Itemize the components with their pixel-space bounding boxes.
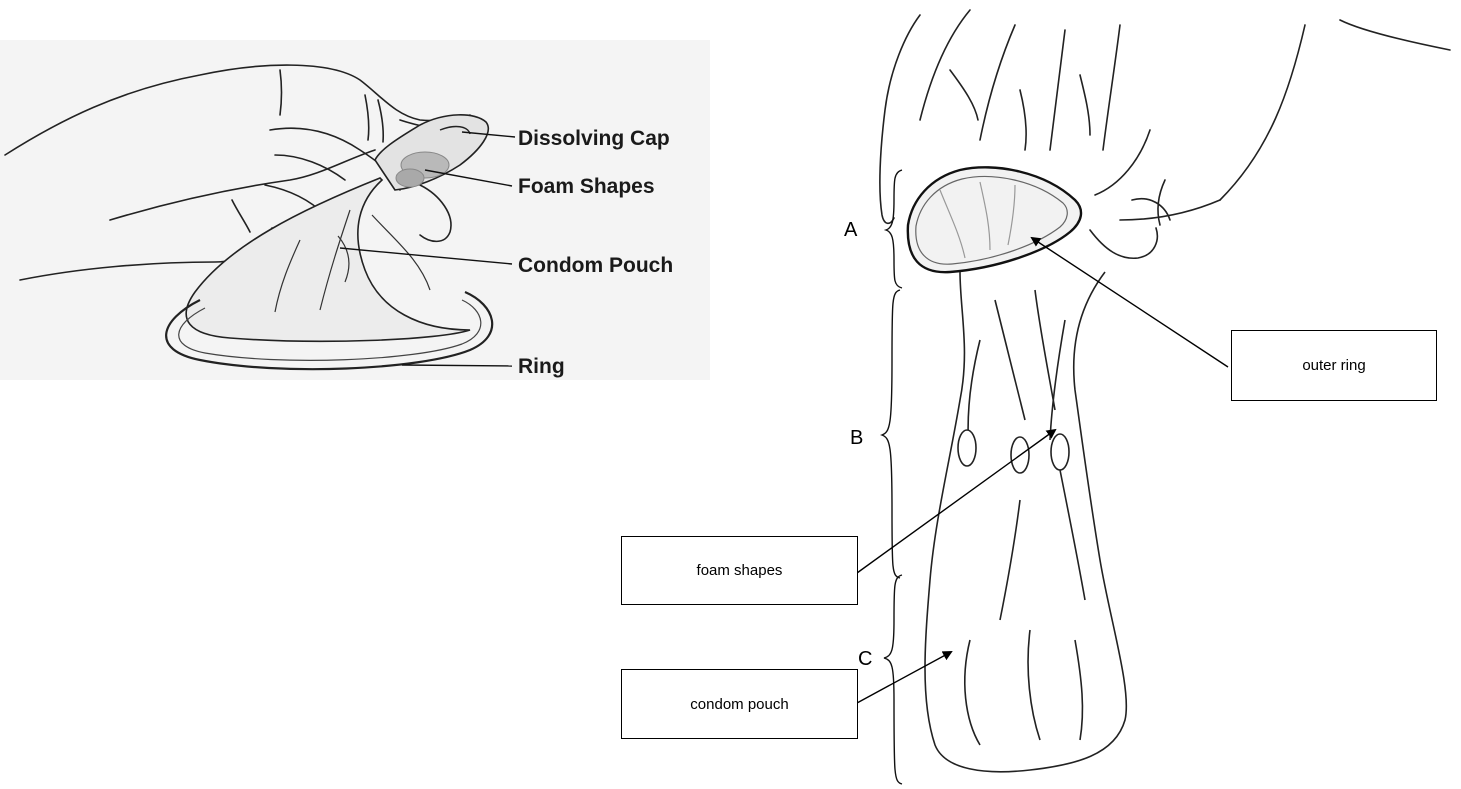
left-diagram: Dissolving Cap Foam Shapes Condom Pouch … [0, 0, 720, 400]
bracket-b [882, 290, 900, 578]
label-foam-shapes: Foam Shapes [518, 175, 655, 198]
foam-shape-2 [396, 169, 424, 187]
callout-box-condom-pouch: condom pouch [621, 669, 858, 739]
callout-text-outer-ring: outer ring [1302, 357, 1365, 374]
callout-text-foam-shapes: foam shapes [697, 562, 783, 579]
label-dissolving-cap: Dissolving Cap [518, 127, 670, 150]
foam-shapes-group [958, 430, 1069, 473]
bracket-a [886, 170, 902, 288]
bracket-label-a: A [844, 219, 858, 241]
callout-arrows [857, 238, 1228, 703]
callout-box-foam-shapes: foam shapes [621, 536, 858, 605]
pouch-body-shape [925, 272, 1126, 772]
arrow-foam-shapes [857, 430, 1055, 573]
label-ring: Ring [518, 355, 565, 378]
label-condom-pouch: Condom Pouch [518, 254, 673, 277]
callout-text-condom-pouch: condom pouch [690, 696, 788, 713]
bracket-label-b: B [850, 427, 863, 449]
foam-shape-a [958, 430, 976, 466]
bracket-group [882, 170, 902, 784]
outer-ring-shape [908, 167, 1081, 272]
callout-box-outer-ring: outer ring [1231, 330, 1437, 401]
foam-shape-c [1051, 434, 1069, 470]
left-diagram-svg: Dissolving Cap Foam Shapes Condom Pouch … [0, 0, 720, 400]
bracket-label-c: C [858, 648, 872, 670]
